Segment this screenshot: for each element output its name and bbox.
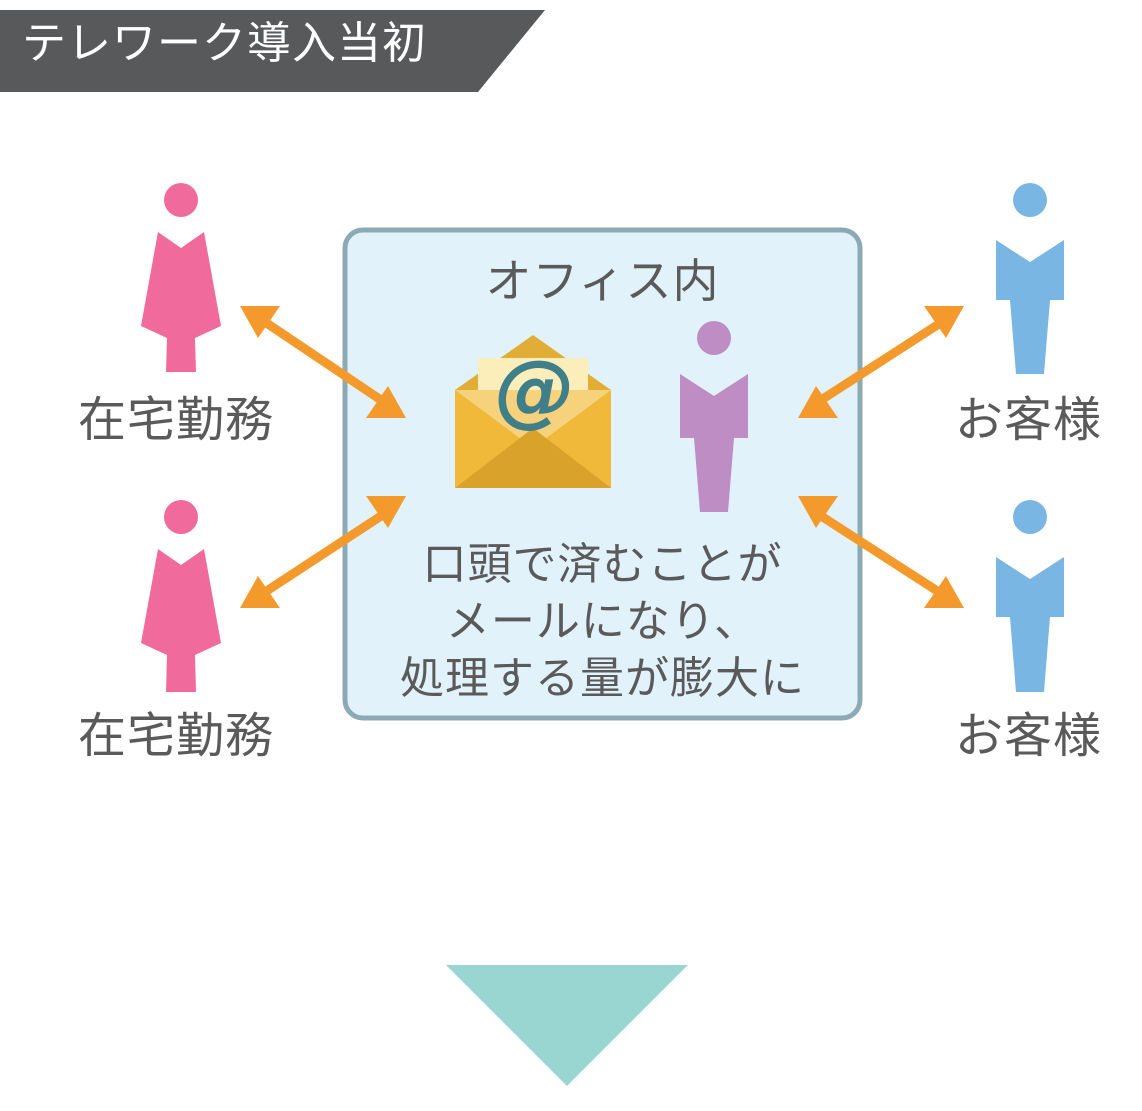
office-note: 口頭で済むことが メールになり、 処理する量が膨大に (345, 536, 860, 708)
page-title: テレワーク導入当初 (22, 18, 427, 69)
right-person-label: お客様 (955, 708, 1103, 764)
female-person-icon (141, 183, 221, 372)
arrow-home-top (257, 315, 389, 407)
customer-person-icon (996, 500, 1064, 692)
office-note-line: 口頭で済むことが (422, 539, 783, 590)
left-person-label: 在宅勤務 (78, 708, 275, 764)
arrowhead (240, 576, 280, 608)
connection-arrows (257, 315, 947, 599)
arrowhead (366, 386, 406, 418)
arrowhead (240, 306, 280, 338)
arrow-customer-bottom (813, 509, 947, 599)
right-person-label: お客様 (955, 392, 1103, 448)
office-note-line: 処理する量が膨大に (400, 653, 805, 705)
arrow-home-bottom (257, 509, 389, 599)
email-envelope-icon (455, 335, 611, 488)
arrowhead (924, 576, 964, 608)
arrow-heads (240, 306, 964, 608)
down-arrow-icon (446, 965, 688, 1086)
arrow-customer-top (813, 317, 947, 407)
customer-person-icon (996, 183, 1064, 374)
header-banner (0, 10, 545, 92)
arrowhead (798, 496, 838, 528)
office-worker-icon (680, 321, 748, 512)
arrowhead (924, 306, 964, 338)
arrowhead (366, 496, 406, 528)
left-person-label: 在宅勤務 (78, 392, 275, 448)
female-person-icon (141, 500, 221, 692)
office-note-line: メールになり、 (445, 596, 760, 648)
office-title: オフィス内 (485, 254, 720, 308)
at-sign-icon: @ (495, 343, 575, 436)
arrowhead (798, 386, 838, 418)
